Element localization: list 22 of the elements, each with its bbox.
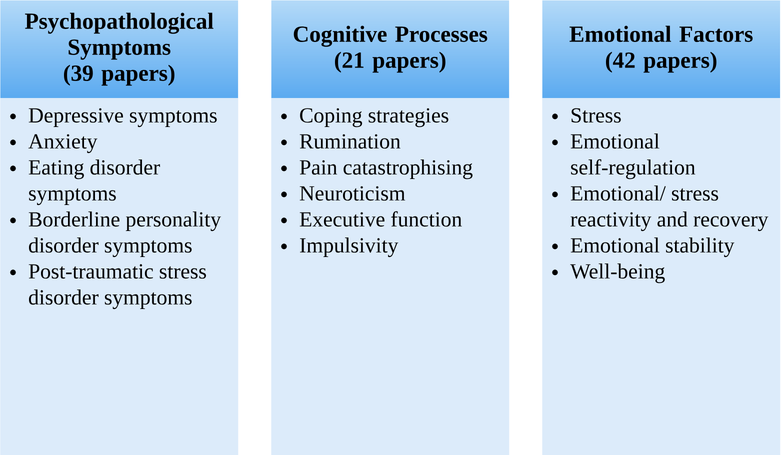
column-header: Cognitive Processes (21 papers) <box>294 26 488 73</box>
list-item: Post-traumatic stress disorder symptoms <box>28 264 206 310</box>
list-item: Well-being <box>570 264 665 284</box>
column-body <box>542 98 780 455</box>
list-item: Executive function <box>300 211 462 227</box>
list-item: Depressive symptoms <box>28 108 217 128</box>
column-body <box>271 98 510 455</box>
list-item: Neuroticism <box>300 186 406 201</box>
list-item: Emotional stability <box>570 238 734 258</box>
list-item: Impulsivity <box>300 238 398 258</box>
list-item: Emotional/ stress reactivity and recovery <box>570 186 768 232</box>
list-item: Emotional self-regulation <box>570 134 696 180</box>
column-header: Psychopathological Symptoms (39 papers) <box>25 12 214 86</box>
list-item: Rumination <box>300 134 400 149</box>
list-item: Stress <box>572 108 621 123</box>
column-header: Emotional Factors (42 papers) <box>570 26 753 73</box>
column-body <box>0 98 238 455</box>
list-item: Anxiety <box>28 134 98 154</box>
list-item: Coping strategies <box>300 108 448 128</box>
list-item: Eating disorder symptoms <box>28 160 160 206</box>
list-item: Pain catastrophising <box>300 160 473 180</box>
list-item: Borderline personality disorder symptoms <box>28 212 221 258</box>
